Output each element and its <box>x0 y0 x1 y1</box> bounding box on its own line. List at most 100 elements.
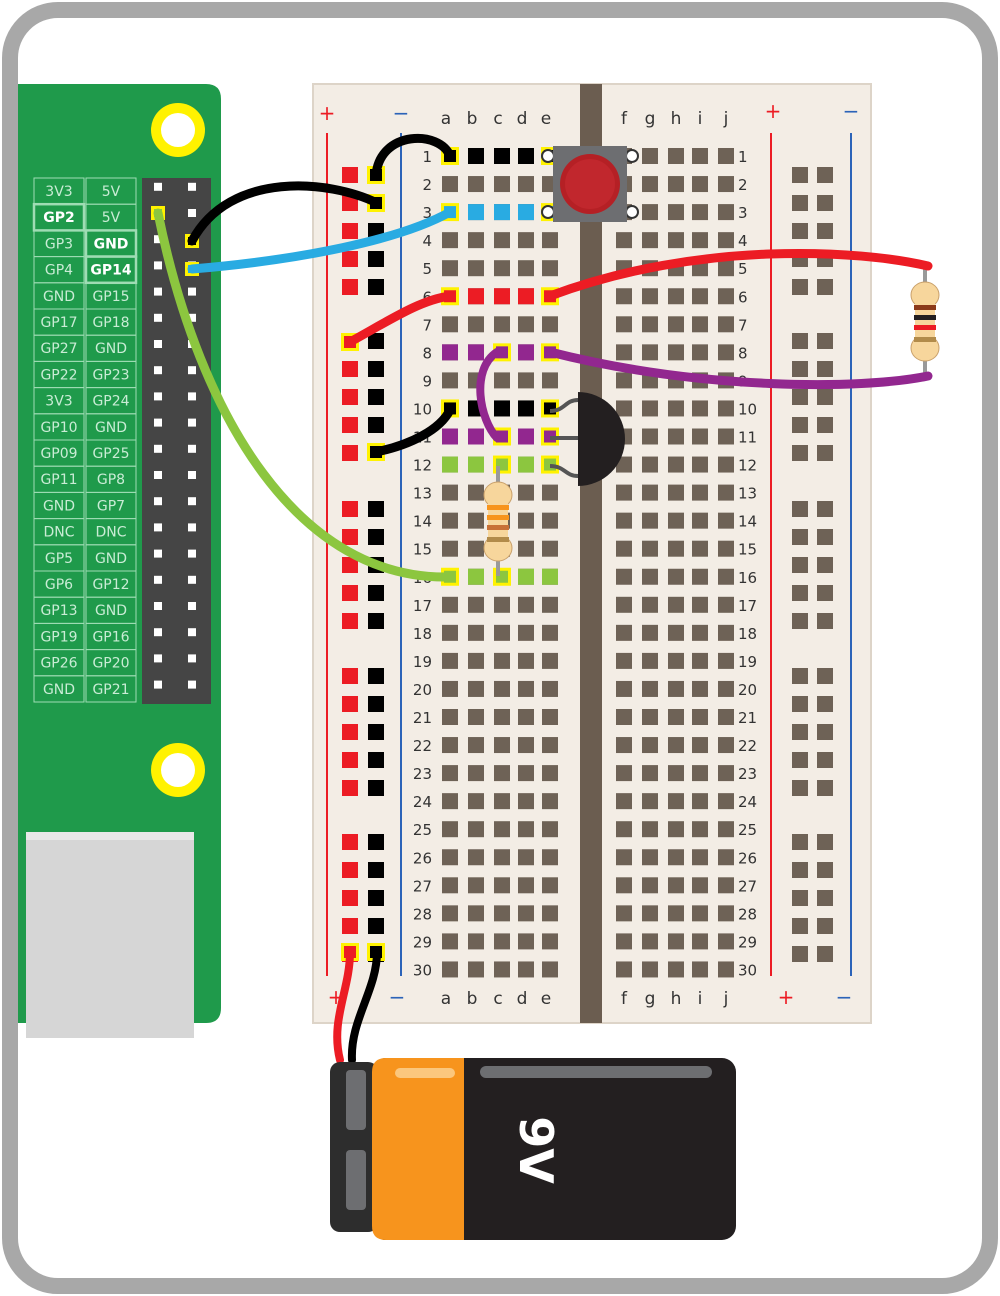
transistor-body <box>578 392 625 486</box>
rail-hole <box>368 668 384 684</box>
rail-hole <box>342 862 358 878</box>
rail-hole <box>792 668 808 684</box>
rail-minus-bottom-right: − <box>836 985 853 1009</box>
row-number: 29 <box>738 933 757 951</box>
breadboard-hole <box>718 737 734 754</box>
breadboard-hole <box>718 765 734 782</box>
breadboard-hole <box>668 400 684 417</box>
breadboard-hole <box>468 232 484 249</box>
gpio-pin-label: 3V3 <box>45 184 72 200</box>
breadboard-hole <box>692 624 708 641</box>
row-number: 16 <box>738 569 757 587</box>
breadboard-hole <box>642 652 658 669</box>
column-letter: b <box>467 109 478 129</box>
breadboard-hole <box>468 512 484 529</box>
breadboard-hole <box>692 680 708 697</box>
breadboard-hole <box>442 877 458 894</box>
breadboard-hole <box>494 765 510 782</box>
breadboard-hole <box>616 232 632 249</box>
breadboard-hole <box>518 512 534 529</box>
rail-hole <box>792 752 808 768</box>
gpio-pin-label: GP25 <box>92 446 129 462</box>
breadboard-hole <box>718 204 734 221</box>
breadboard-hole <box>642 288 658 305</box>
rail-hole <box>342 918 358 934</box>
gpio-label-cell <box>85 675 137 703</box>
breadboard-hole <box>692 316 708 333</box>
breadboard-hole <box>518 849 534 866</box>
gpio-pin-label: 5V <box>102 184 121 200</box>
breadboard-hole <box>616 624 632 641</box>
gpio-pin <box>188 287 196 296</box>
gpio-pin-label: GP8 <box>97 472 125 488</box>
breadboard-hole <box>518 905 534 922</box>
breadboard-hole <box>442 933 458 950</box>
rail-hole <box>817 862 833 878</box>
row-number: 13 <box>413 485 432 503</box>
breadboard-hole <box>494 624 510 641</box>
row-number: 21 <box>738 709 757 727</box>
rail-hole <box>368 724 384 740</box>
row-number: 3 <box>422 204 432 222</box>
rail-hole <box>817 389 833 405</box>
gpio-pin-label: GND <box>95 420 127 436</box>
breadboard-hole <box>518 821 534 838</box>
gpio-pin <box>188 418 196 427</box>
rail-hole <box>342 557 358 573</box>
rail-hole <box>368 279 384 295</box>
connected-hole <box>468 148 484 164</box>
rail-hole <box>817 279 833 295</box>
rail-hole <box>792 890 808 906</box>
breadboard-hole <box>642 456 658 473</box>
breadboard-hole <box>616 596 632 613</box>
row-number: 29 <box>413 933 432 951</box>
breadboard-hole <box>616 793 632 810</box>
breadboard-hole <box>668 456 684 473</box>
gpio-pin <box>154 418 162 427</box>
gpio-pin-label: 5V <box>102 210 121 226</box>
breadboard-hole <box>442 372 458 389</box>
gpio-pin-label: GP2 <box>43 210 75 226</box>
gpio-pin <box>154 366 162 375</box>
rail-hole <box>792 223 808 239</box>
breadboard-hole <box>668 821 684 838</box>
connected-hole <box>468 568 484 585</box>
breadboard-hole <box>616 316 632 333</box>
wire-black-battery <box>347 948 381 1064</box>
breadboard-hole <box>642 316 658 333</box>
breadboard-hole <box>442 905 458 922</box>
breadboard-hole <box>518 624 534 641</box>
gpio-pin <box>154 235 162 244</box>
connected-hole <box>542 568 558 585</box>
breadboard-hole <box>692 148 708 164</box>
breadboard-hole <box>718 540 734 557</box>
push-button <box>541 146 639 222</box>
rail-hole <box>342 780 358 796</box>
rail-plus-top-left: + <box>319 101 336 125</box>
breadboard-hole <box>442 793 458 810</box>
breadboard-hole <box>468 961 484 978</box>
row-number: 15 <box>413 541 432 559</box>
column-letter: i <box>698 109 703 129</box>
breadboard-hole <box>518 484 534 501</box>
breadboard-hole <box>692 232 708 249</box>
breadboard-hole <box>668 428 684 445</box>
breadboard-hole <box>668 680 684 697</box>
breadboard-hole <box>692 568 708 585</box>
breadboard-hole <box>518 372 534 389</box>
gpio-pin <box>154 654 162 663</box>
gpio-pin <box>154 444 162 453</box>
breadboard-hole <box>692 344 708 361</box>
rail-hole <box>817 724 833 740</box>
breadboard-hole <box>718 260 734 277</box>
row-number: 21 <box>413 709 432 727</box>
gpio-pin-label: GP12 <box>92 577 129 593</box>
rail-hole <box>368 834 384 850</box>
breadboard-hole <box>718 596 734 613</box>
row-number: 15 <box>738 541 757 559</box>
row-number: 24 <box>738 793 757 811</box>
rail-hole <box>792 918 808 934</box>
